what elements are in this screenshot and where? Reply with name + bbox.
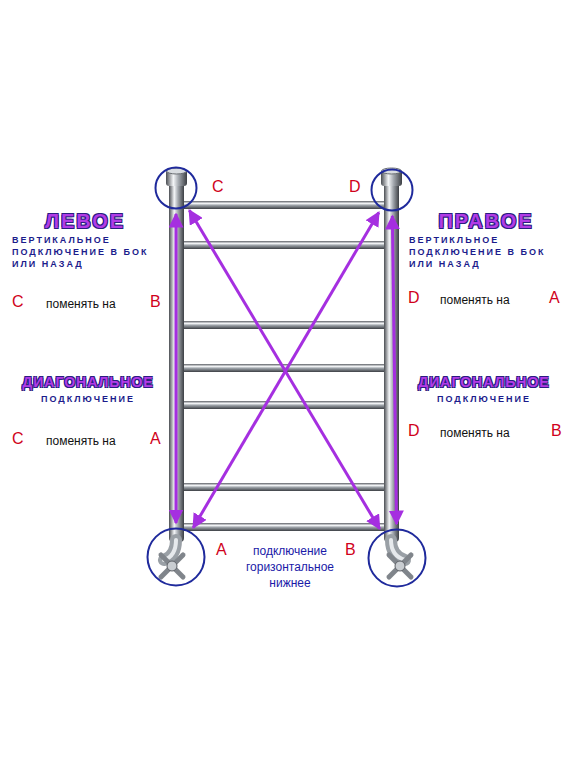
port-letter: A bbox=[549, 289, 560, 307]
rungs bbox=[180, 201, 390, 531]
connection-circle: C bbox=[154, 166, 198, 210]
connection-circle: B bbox=[367, 528, 427, 588]
circle-ring bbox=[148, 529, 205, 586]
connection-circle: A bbox=[146, 527, 206, 587]
port-letter: B bbox=[345, 541, 356, 559]
port-letter: D bbox=[349, 178, 361, 196]
swap-note: поменять на bbox=[46, 296, 116, 312]
swap-note: поменять на bbox=[46, 433, 116, 449]
circle-ring bbox=[156, 168, 197, 209]
port-letter: D bbox=[408, 289, 420, 307]
port-letter: C bbox=[12, 430, 24, 448]
flow-arrow bbox=[189, 210, 379, 528]
swap-note: поменять на bbox=[440, 425, 510, 441]
swap-note: поменять на bbox=[440, 292, 510, 308]
circle-outline bbox=[367, 528, 427, 588]
flow-arrow bbox=[193, 212, 379, 527]
section-heading: ДИАГОНАЛЬНОЕ bbox=[6, 373, 170, 391]
section-heading: ДИАГОНАЛЬНОЕ bbox=[402, 373, 566, 391]
poles bbox=[166, 168, 402, 542]
port-letter: C bbox=[12, 293, 24, 311]
port-letter: B bbox=[150, 293, 161, 311]
section-heading: ПРАВОЕ bbox=[410, 209, 562, 233]
circle-ring bbox=[369, 530, 426, 587]
port-letter: A bbox=[150, 430, 161, 448]
circle-outline bbox=[370, 168, 414, 212]
port-letter: C bbox=[212, 178, 224, 196]
section-heading: ПОДКЛЮЧЕНИЕ bbox=[6, 393, 170, 405]
circle-outline bbox=[146, 527, 206, 587]
flow-arrow bbox=[392, 216, 396, 524]
flow-arrow bbox=[175, 214, 178, 523]
section-heading: ПОДКЛЮЧЕНИЕ bbox=[402, 393, 566, 405]
circle-outline bbox=[154, 166, 198, 210]
caption-note: подключение горизонтальное нижнее bbox=[230, 543, 350, 591]
section-heading: ВЕРТИКЛЬНОЕ ПОДКЛЮЧЕНИЕ В БОК ИЛИ НАЗАД bbox=[409, 234, 559, 270]
circle-ring bbox=[372, 170, 413, 211]
port-letter: B bbox=[551, 422, 562, 440]
section-heading: ЛЕВОЕ bbox=[12, 209, 158, 233]
section-heading: ВЕРТИКАЛЬНОЕ ПОДКЛЮЧЕНИЕ В БОК ИЛИ НАЗАД bbox=[12, 234, 152, 270]
port-letter: A bbox=[216, 541, 227, 559]
connection-circle: D bbox=[370, 168, 414, 212]
port-letter: D bbox=[408, 422, 420, 440]
